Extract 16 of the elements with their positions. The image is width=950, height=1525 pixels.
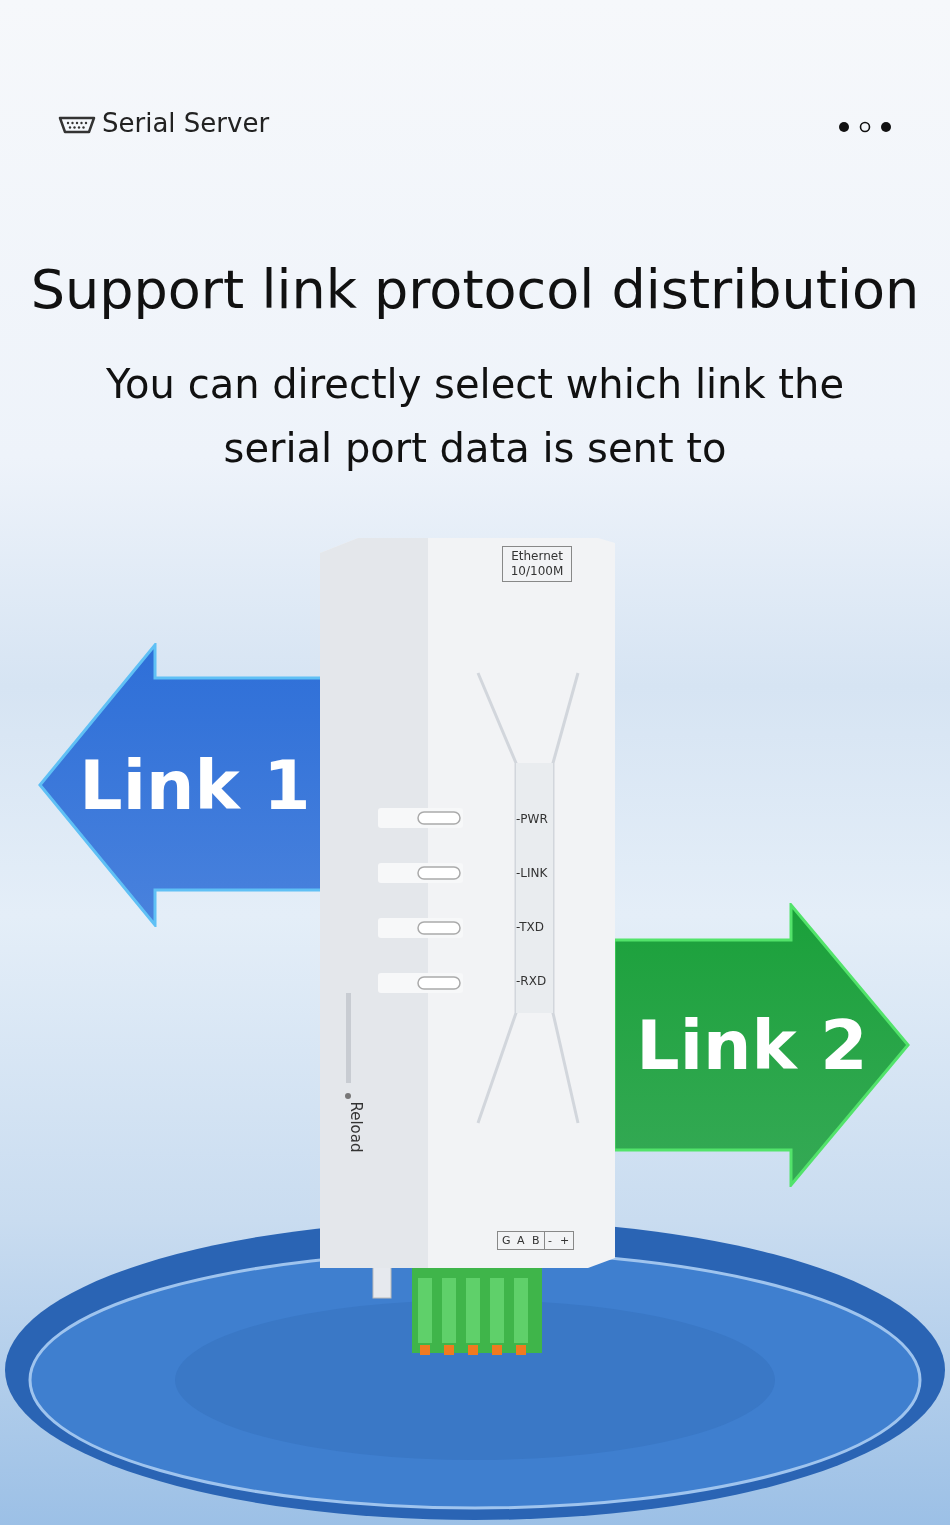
terminal-label: - [544,1231,556,1250]
terminal-label: G [497,1231,515,1250]
terminal-label: + [556,1231,575,1250]
indicator-label: -TXD [516,920,545,934]
section-heading: Serial Server [102,108,270,138]
headline: Support link protocol distribution [29,258,921,321]
port-label: Ethernet 10/100M [502,546,572,582]
arrow-label: Link 2 [636,1005,868,1085]
indicator-label: -LINK [516,866,548,880]
button-label: Reload [346,1101,365,1153]
terminal-label: A [513,1231,529,1250]
indicator-label: -RXD [516,974,547,988]
indicator-label: -PWR [516,812,548,826]
arrow-label: Link 1 [79,745,311,825]
terminal-label: B [528,1231,545,1250]
subtitle: You can directly select which link the serial port data is sent to [105,360,845,473]
